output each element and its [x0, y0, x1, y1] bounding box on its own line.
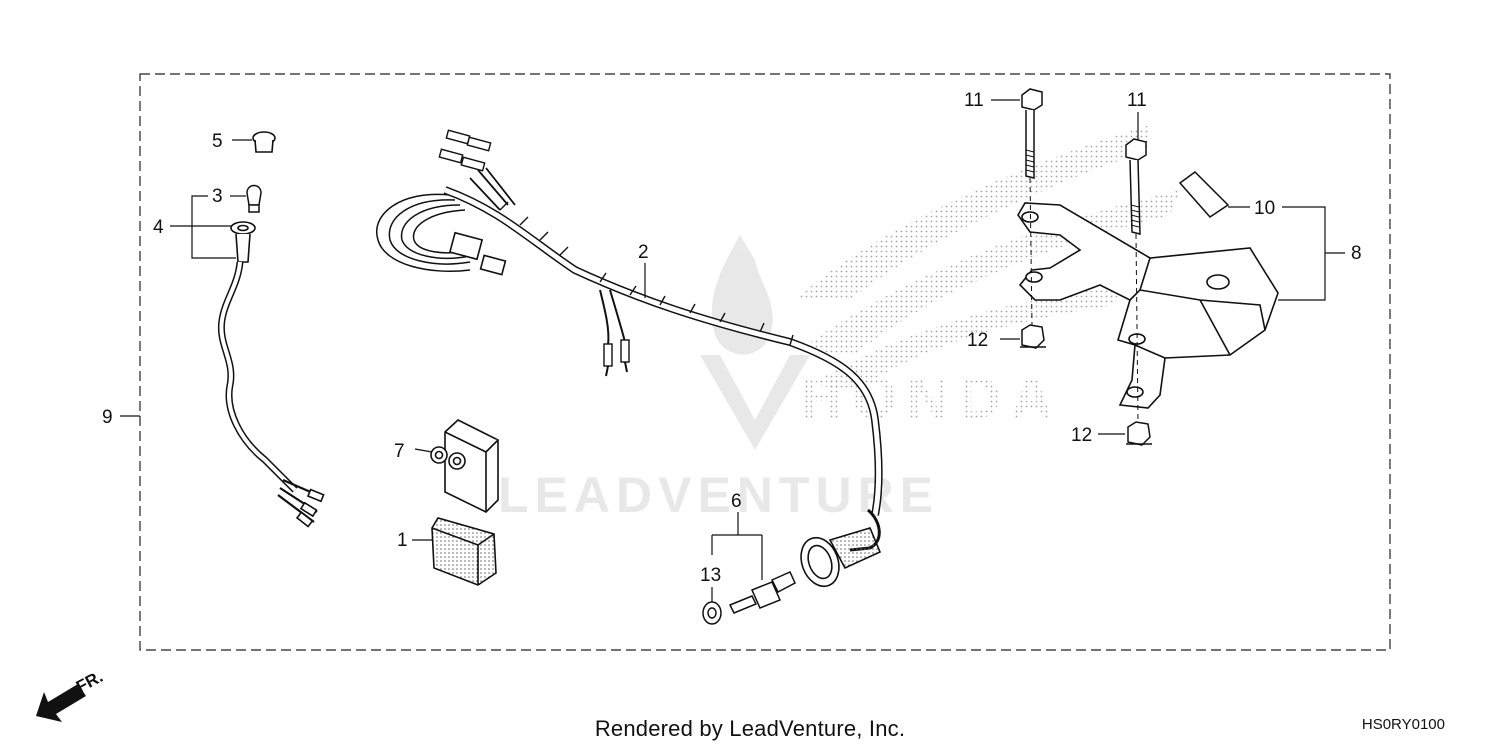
- callout-11b: 11: [1127, 90, 1147, 111]
- part-12-nut-2: [1126, 421, 1152, 446]
- part-10-label: [1178, 171, 1230, 218]
- part-3-bulb: [246, 184, 262, 213]
- callout-6: 6: [731, 491, 742, 512]
- callout-1: 1: [397, 530, 408, 551]
- assembly-lines: [1029, 177, 1139, 423]
- part-12-nut: [1020, 324, 1046, 349]
- callout-4: 4: [153, 217, 164, 238]
- leadventure-watermark: LEADVENTURE: [498, 235, 939, 523]
- callout-11a: 11: [964, 90, 984, 111]
- part-13-washer: [702, 601, 722, 625]
- callout-12b: 12: [1071, 425, 1092, 446]
- part-11-bolt-2: [1125, 138, 1147, 235]
- part-5-cap: [252, 131, 276, 153]
- callout-10: 10: [1254, 198, 1275, 219]
- part-2-gauge-socket: [800, 527, 882, 588]
- callout-3: 3: [212, 186, 223, 207]
- diagram-code: HS0RY0100: [1361, 716, 1445, 733]
- honda-brand-watermark: HONDA: [795, 125, 1180, 431]
- diagram-frame: [139, 73, 1391, 651]
- callout-12a: 12: [967, 330, 988, 351]
- arrow-left-icon: [36, 684, 86, 722]
- callout-5: 5: [212, 131, 223, 152]
- part-7-relay: [430, 419, 499, 513]
- honda-watermark-text: HONDA: [800, 366, 1063, 431]
- part-4-socket-harness: [217, 221, 325, 528]
- callout-8: 8: [1351, 243, 1362, 264]
- callout-2: 2: [638, 242, 649, 263]
- front-direction-arrow: FR.: [36, 667, 106, 722]
- part-11-bolt: [1021, 88, 1043, 179]
- part-1-cover: [431, 517, 497, 586]
- callout-13: 13: [700, 565, 721, 586]
- part-8-bracket: [1017, 202, 1279, 409]
- leadventure-watermark-text: LEADVENTURE: [498, 467, 939, 523]
- part-2-main-harness: [375, 129, 883, 552]
- callout-9: 9: [102, 407, 113, 428]
- credit-text: Rendered by LeadVenture, Inc.: [594, 716, 906, 741]
- part-6-sensor: [728, 571, 796, 614]
- leader-lines: [120, 99, 1345, 602]
- callout-7: 7: [394, 441, 405, 462]
